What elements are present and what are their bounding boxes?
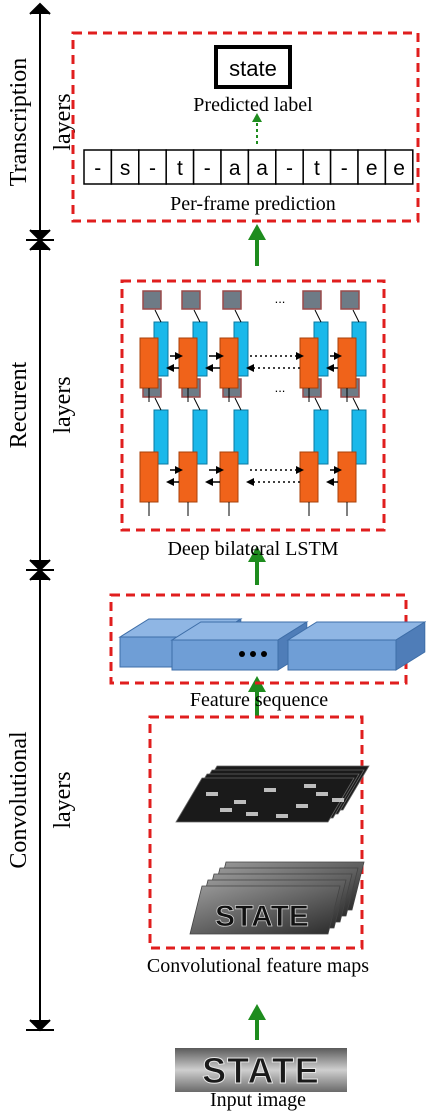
side-label-line-2: layers (50, 376, 76, 433)
convolutional-block: STATE Convolutional feature maps (147, 715, 370, 977)
input-caption: Input image (210, 1089, 306, 1111)
dotted-arrow-up-icon (252, 113, 262, 122)
frame-cell: - (275, 149, 304, 185)
predicted-label-caption: Predicted label (193, 94, 313, 116)
lstm-output-node (222, 290, 242, 310)
input-image-text: STATE (202, 1050, 320, 1091)
arrow-up-icon (248, 224, 266, 266)
lstm-output-connector (314, 309, 322, 323)
lstm-output-connector (352, 309, 360, 323)
frame-cell: a (220, 149, 250, 185)
feature-caption: Feature sequence (190, 689, 328, 711)
axis-arrow-icon (29, 238, 51, 251)
side-label-line-2: layers (50, 771, 76, 828)
lstm-forward-cell (139, 337, 159, 389)
lstm-forward-cell (219, 451, 239, 503)
frame-cell: s (110, 149, 140, 185)
frame-label: a (256, 157, 268, 180)
frame-cell: e (384, 149, 414, 185)
lstm-output-connector (193, 397, 201, 411)
lstm-grid (139, 290, 367, 516)
lstm-output-node (142, 290, 162, 310)
lstm-output-connector (154, 309, 162, 323)
frame-label: - (149, 157, 156, 180)
frame-label: s (120, 157, 131, 180)
lstm-output-connector (154, 397, 162, 411)
frame-cell: t (302, 149, 332, 185)
lstm-output-connector (193, 309, 201, 323)
lstm-top-ellipsis: ... (275, 291, 286, 306)
lstm-forward-cell (299, 337, 319, 389)
lstm-output-connector (314, 397, 322, 411)
axis-arrow-icon (29, 229, 51, 242)
activation-map (175, 777, 355, 823)
predicted-word-box (214, 45, 292, 89)
lstm-forward-cell (219, 337, 239, 389)
lstm-output-node (181, 290, 201, 310)
feature-columns (118, 618, 426, 671)
frame-cell: - (83, 149, 113, 185)
frame-label: - (341, 157, 348, 180)
convolutional-side-label: Convolutional layers (6, 731, 76, 869)
feature-ellipsis-icon (239, 651, 267, 657)
frame-label: t (177, 157, 183, 180)
lstm-forward-cell (337, 451, 357, 503)
lstm-output-node (340, 290, 360, 310)
axis-arrow-top-icon (29, 2, 51, 15)
lstm-forward-cell (139, 451, 159, 503)
arrow-up-icon (248, 1004, 266, 1040)
conv-caption: Convolutional feature maps (147, 955, 369, 977)
side-axis: Transcription layers Recurent layers Con… (6, 2, 76, 1032)
axis-arrow-icon (29, 1019, 51, 1032)
frame-cell: e (357, 149, 387, 185)
lstm-forward-cell (299, 451, 319, 503)
frame-cell: - (329, 149, 359, 185)
frame-cell: a (247, 149, 277, 185)
lstm-output-connector (234, 309, 242, 323)
frame-label: - (94, 157, 101, 180)
input-image (175, 1048, 347, 1092)
arrow-up-icon (248, 546, 266, 585)
recurrent-side-label: Recurent layers (6, 361, 76, 448)
predicted-word: state (229, 56, 277, 81)
per-frame-caption: Per-frame prediction (170, 193, 336, 215)
lstm-mid-ellipsis: ... (275, 380, 286, 395)
frame-cell: - (192, 149, 222, 185)
lstm-forward-cell (178, 337, 198, 389)
feature-sequence-block: Feature sequence (109, 593, 426, 711)
lstm-output-connector (234, 397, 242, 411)
frame-label: e (393, 157, 405, 180)
side-label-line-1: Convolutional (6, 731, 32, 869)
transcription-dashed-box (71, 31, 420, 223)
input-block: STATE Input image (175, 1048, 347, 1111)
frame-label: a (229, 157, 241, 180)
frame-cell: - (138, 149, 167, 185)
lstm-forward-cell (337, 337, 357, 389)
frame-label: e (366, 157, 378, 180)
lstm-output-connector (352, 397, 360, 411)
conv-feature-maps: STATE (175, 765, 370, 935)
lstm-output-node (302, 290, 322, 310)
feature-column-block (286, 621, 426, 671)
frame-cell: t (165, 149, 195, 185)
feature-map-text: STATE (215, 900, 309, 933)
recurrent-block: ... ... Deep bilateral LSTM (120, 279, 386, 560)
frame-label: - (204, 157, 211, 180)
side-label-line-1: Recurent (6, 361, 32, 448)
axis-arrow-icon (29, 568, 51, 581)
lstm-forward-cell (178, 451, 198, 503)
lstm-caption: Deep bilateral LSTM (167, 538, 338, 560)
text-feature-map: STATE (189, 885, 341, 935)
side-label-line-1: Transcription (6, 58, 32, 186)
frame-label: - (286, 157, 293, 180)
conv-dashed-box (148, 715, 364, 950)
feature-column-block (170, 621, 309, 671)
axis-arrow-icon (29, 559, 51, 572)
frame-label: t (314, 157, 320, 180)
